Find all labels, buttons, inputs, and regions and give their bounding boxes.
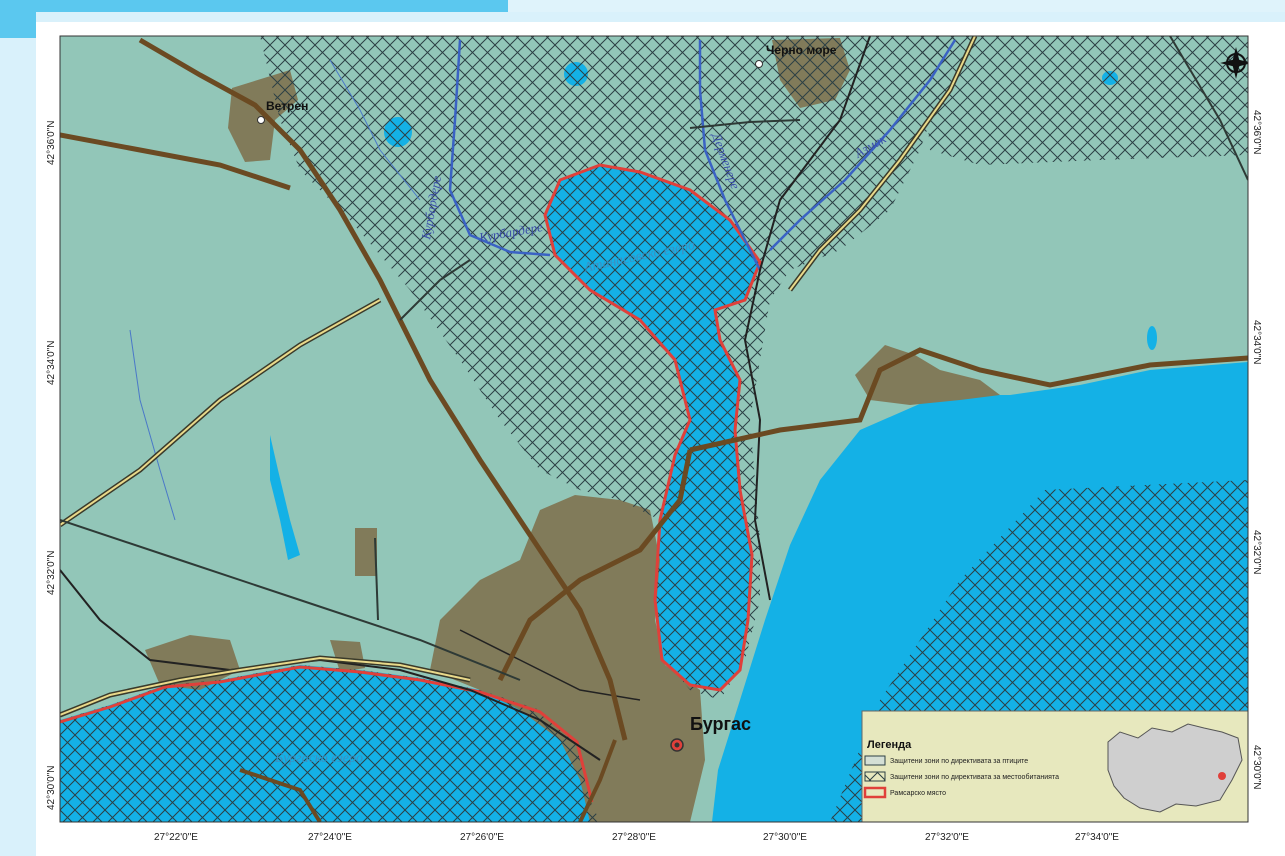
inset-location-marker (1218, 772, 1226, 780)
lon-label: 27°34'0"E (1075, 832, 1119, 843)
urban-sarafovo (855, 345, 1000, 405)
road-main (578, 739, 617, 822)
legend-swatch-birds (864, 755, 886, 766)
label-vetren: Ветрен (266, 99, 308, 113)
inset-bulgaria-map (1107, 723, 1243, 813)
lon-label: 27°24'0"E (308, 832, 352, 843)
railway (459, 629, 641, 701)
ramsar-boundary-burgasko (60, 665, 594, 803)
highway-inner (60, 299, 381, 526)
lat-label-right: 42°30'0"N (1251, 745, 1262, 790)
lat-label-left: 42°36'0"N (46, 121, 57, 166)
road-main (689, 347, 1248, 453)
lon-label: 27°30'0"E (763, 832, 807, 843)
river-aziak (769, 39, 957, 251)
lat-label-right: 42°36'0"N (1251, 110, 1262, 155)
road-secondary (399, 259, 471, 321)
settlement-point (755, 60, 763, 68)
lat-label-left: 42°32'0"N (46, 551, 57, 596)
map-content: Ветрен Черно море Бургас Курбардере Курб… (60, 36, 1248, 822)
lon-label: 27°28'0"E (612, 832, 656, 843)
highway-inner (789, 36, 976, 291)
road-main (239, 768, 322, 822)
lat-label-right: 42°32'0"N (1251, 530, 1262, 575)
label-burgas: Бургас (690, 714, 751, 734)
legend-item-birds: Защитени зони по директивата за птиците (890, 758, 1028, 765)
road-secondary (1169, 36, 1248, 181)
label-burgasko-lake: Бургаско езеро (274, 751, 363, 766)
road-main (497, 449, 693, 682)
urban-burgas (430, 495, 705, 822)
lon-label: 27°26'0"E (460, 832, 504, 843)
label-cherno-more: Черно море (766, 43, 837, 57)
road-secondary (60, 519, 521, 681)
legend-item-habitats: Защитени зони по директивата за местооби… (890, 773, 1059, 781)
road-secondary (374, 537, 379, 621)
legend-item-ramsar: Рамсарско място (890, 790, 946, 797)
legend-swatch-ramsar (863, 786, 887, 799)
lat-label-left: 42°34'0"N (46, 341, 57, 386)
river-kurbardere (448, 39, 551, 257)
protected-zone-hatch (60, 665, 600, 822)
lon-label: 27°22'0"E (154, 832, 198, 843)
protected-zone-hatch (920, 36, 1248, 165)
river-dermendere (698, 40, 762, 271)
lon-label: 27°32'0"E (925, 832, 969, 843)
north-arrow-icon (1220, 47, 1248, 79)
pond (270, 435, 300, 560)
burgas-city-marker-center (674, 742, 680, 748)
urban-patch (355, 528, 377, 576)
settlement-point (257, 116, 265, 124)
road-main (60, 132, 291, 191)
road-secondary (689, 119, 801, 129)
legend-swatch-habitats (864, 771, 886, 782)
river-stream (129, 329, 176, 521)
highway-inner (60, 656, 471, 716)
pond (1147, 326, 1157, 350)
map-neatline (59, 35, 1249, 823)
lat-label-left: 42°30'0"N (46, 766, 57, 811)
legend-title: Легенда (867, 739, 912, 751)
road-main (138, 37, 628, 741)
legend-panel: Легенда Защитени зони по директивата за … (861, 710, 1248, 822)
left-accent-block (0, 12, 36, 38)
river-stream (329, 59, 421, 201)
railway (743, 36, 871, 601)
protected-zone-hatch (260, 36, 960, 700)
header-accent-bar (0, 0, 508, 12)
lat-label-right: 42°34'0"N (1251, 320, 1262, 365)
